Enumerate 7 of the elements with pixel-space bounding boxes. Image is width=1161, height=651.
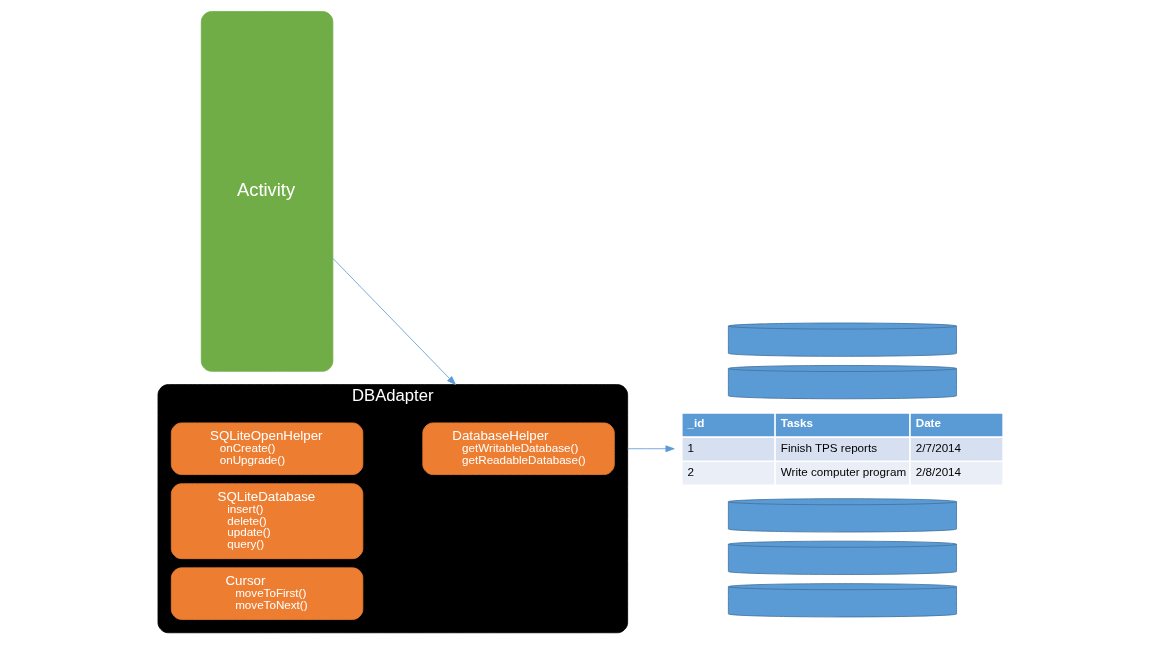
node-box: Cursor moveToFirst() moveToNext() xyxy=(170,567,363,620)
node-box: DatabaseHelper getWritableDatabase() getReadableDatabase() xyxy=(421,422,615,475)
node-box: SQLiteDatabase insert() delete() update() query() xyxy=(170,483,363,560)
node-box: SQLiteOpenHelper onCreate() onUpgrade() xyxy=(170,422,363,475)
arrow xyxy=(626,445,675,453)
arrow xyxy=(331,257,456,386)
node-box: Activity xyxy=(200,11,333,372)
